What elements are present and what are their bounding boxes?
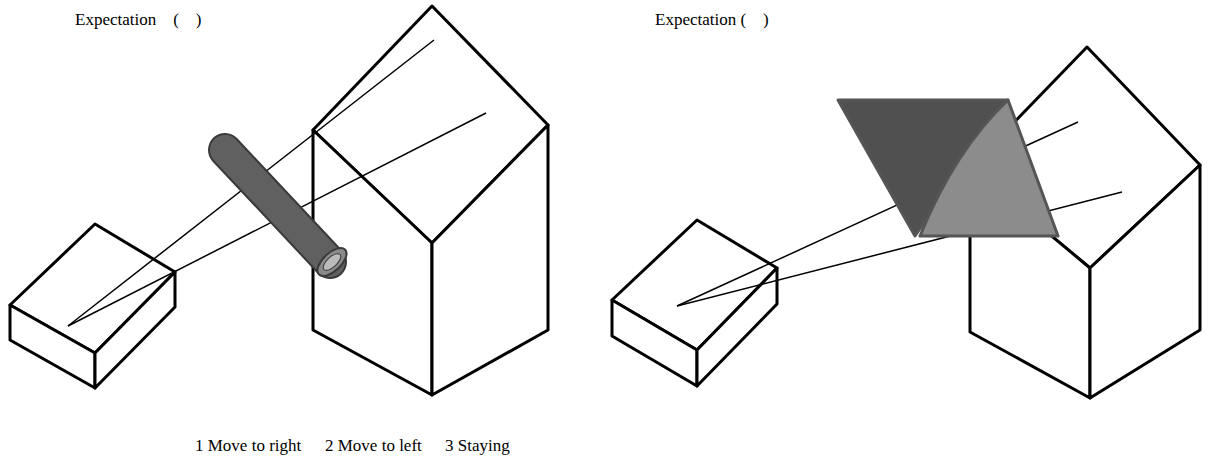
choice-text: 3 Staying — [445, 436, 510, 456]
choice-text: 1 Move to right — [195, 436, 301, 456]
choice-text: 2 Move to left — [325, 436, 422, 456]
option-label: Expectation ( ) — [75, 10, 202, 30]
option-label: Expectation ( ) — [655, 10, 769, 30]
